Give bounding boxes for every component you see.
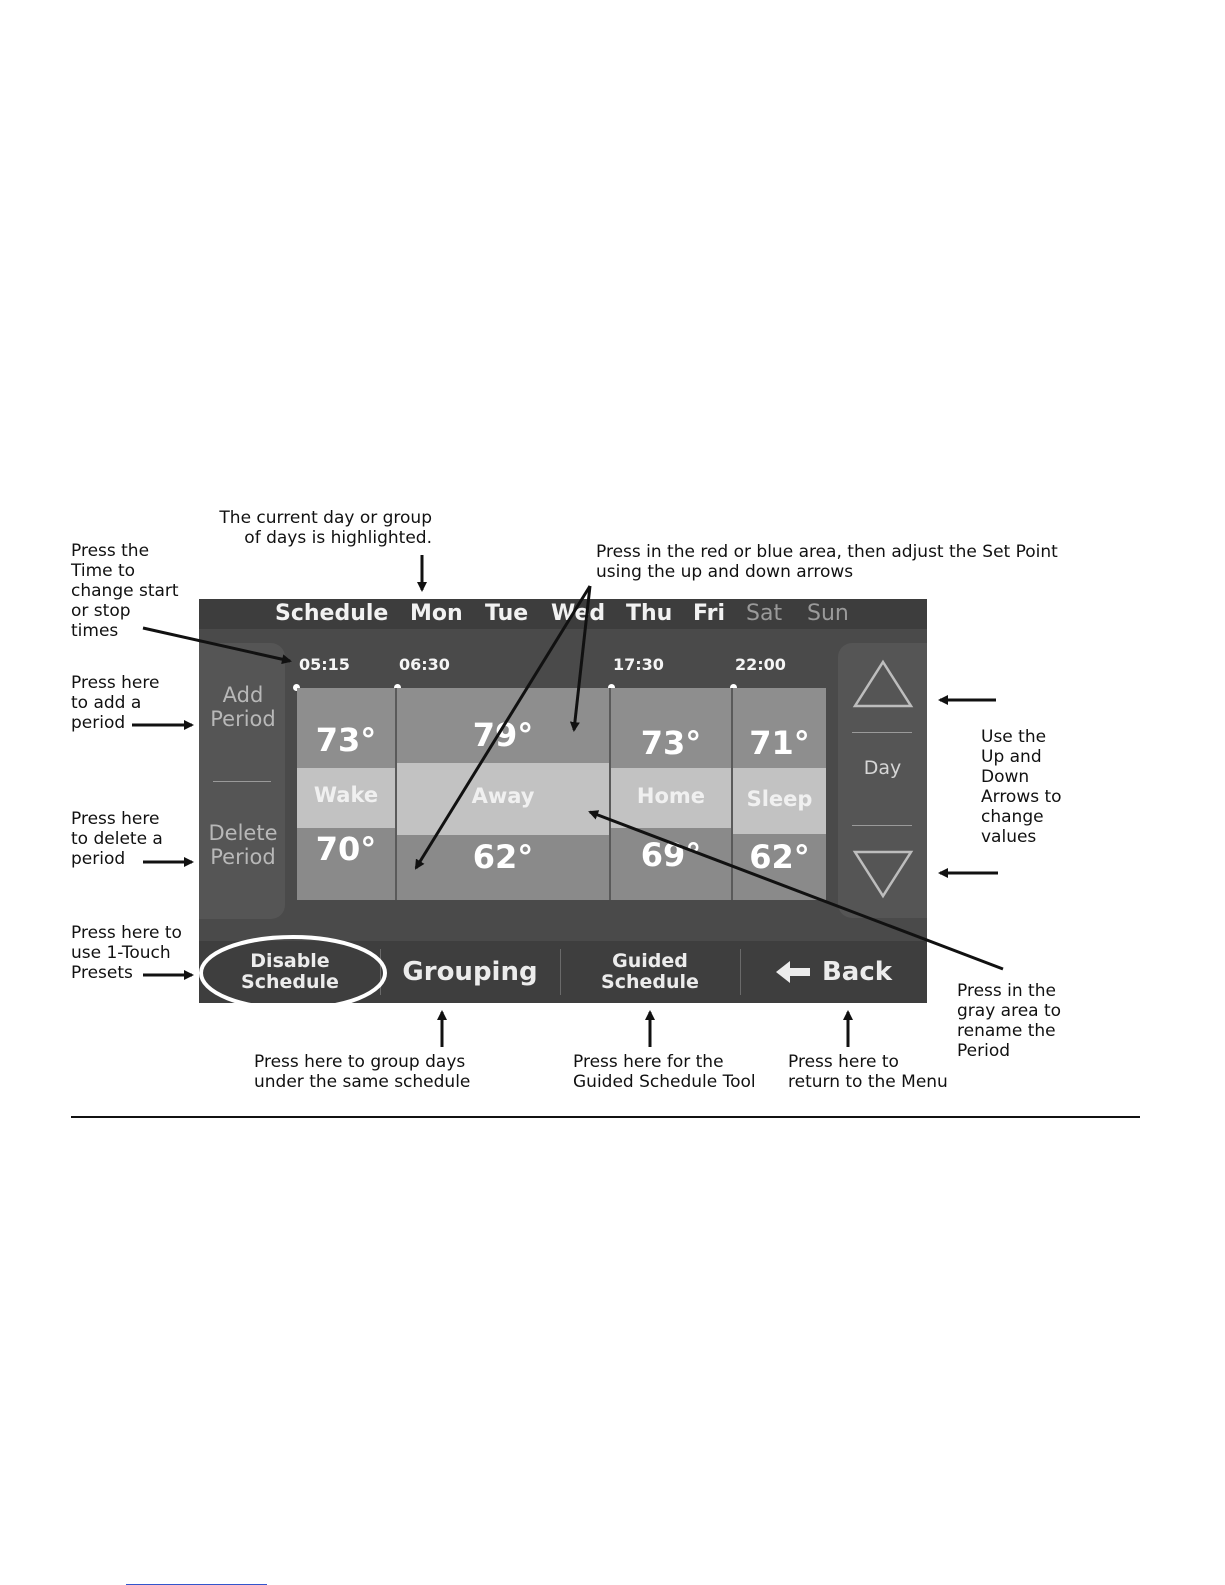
day-sat[interactable]: Sat [746, 601, 783, 626]
period-home[interactable]: 73° Home 69° [611, 688, 731, 900]
time-wake[interactable]: 05:15 [299, 655, 350, 674]
schedule-topbar: Schedule Mon Tue Wed Thu Fri Sat Sun [199, 599, 927, 629]
time-marker [293, 684, 300, 691]
period-name-area[interactable] [733, 768, 826, 834]
period-name-area[interactable] [397, 763, 609, 835]
callout-back: Press here to return to the Menu [788, 1052, 948, 1092]
left-arrow-icon [775, 961, 810, 983]
value-panel: Day [838, 643, 927, 918]
button-separator [560, 949, 561, 995]
guided-schedule-button[interactable]: Guided Schedule [601, 950, 699, 993]
period-sleep[interactable]: 71° Sleep 62° [733, 688, 826, 900]
period-separator [731, 688, 733, 900]
callout-red-blue: Press in the red or blue area, then adju… [596, 542, 1058, 582]
cool-setpoint-area[interactable] [297, 688, 395, 768]
period-name-area[interactable] [611, 768, 731, 828]
time-marker [608, 684, 615, 691]
day-fri[interactable]: Fri [693, 601, 726, 626]
cool-setpoint: 73° [640, 724, 702, 762]
day-sun[interactable]: Sun [807, 601, 849, 626]
down-triangle-icon[interactable] [852, 849, 914, 899]
grouping-button[interactable]: Grouping [402, 957, 538, 987]
back-label: Back [821, 957, 893, 987]
thermostat-screen: Schedule Mon Tue Wed Thu Fri Sat Sun Add… [199, 599, 927, 1003]
period-name: Away [471, 784, 535, 808]
day-tue[interactable]: Tue [485, 601, 529, 626]
callout-gray-area: Press in the gray area to rename the Per… [957, 981, 1062, 1061]
schedule-title: Schedule [275, 601, 389, 626]
time-sleep[interactable]: 22:00 [735, 655, 786, 674]
callout-delete-period: Press here to delete a period [71, 809, 163, 869]
button-separator [380, 949, 381, 995]
callout-grouping: Press here to group days under the same … [254, 1052, 471, 1092]
delete-period-button[interactable]: Delete Period [208, 821, 278, 869]
heat-setpoint-area[interactable] [611, 828, 731, 900]
arrow-red-blue-1 [414, 585, 592, 870]
period-name: Sleep [746, 787, 813, 811]
callout-one-touch: Press here to use 1-Touch Presets [71, 923, 182, 983]
period-name-area[interactable] [297, 768, 395, 828]
cool-setpoint: 73° [315, 721, 377, 759]
callout-current-day: The current day or group of days is high… [219, 508, 432, 548]
heat-setpoint: 70° [315, 830, 377, 868]
day-thu[interactable]: Thu [626, 601, 673, 626]
cool-setpoint: 71° [749, 724, 810, 762]
cool-setpoint-area[interactable] [611, 688, 731, 768]
time-home[interactable]: 17:30 [613, 655, 664, 674]
cool-setpoint-area[interactable] [733, 688, 826, 768]
period-separator [609, 688, 611, 900]
callout-add-period: Press here to add a period [71, 673, 160, 733]
page-divider [71, 1116, 1140, 1118]
arrow-time [142, 626, 292, 665]
up-triangle-icon[interactable] [852, 659, 914, 709]
arrow-gray-area [588, 810, 1004, 971]
heat-setpoint: 62° [472, 838, 534, 876]
heat-setpoint-area[interactable] [397, 835, 609, 900]
panel-divider [852, 732, 912, 733]
period-wake[interactable]: 73° Wake 70° [297, 688, 395, 900]
period-name: Home [636, 784, 706, 808]
panel-divider [213, 781, 271, 782]
heat-setpoint-area[interactable] [297, 828, 395, 900]
period-panel: Add Period Delete Period [199, 643, 285, 919]
arrow-red-blue-2 [569, 585, 592, 732]
time-marker [394, 684, 401, 691]
panel-divider [852, 825, 912, 826]
period-name: Wake [313, 783, 379, 807]
heat-setpoint: 62° [749, 838, 810, 876]
disable-schedule-highlight [199, 935, 387, 1011]
callout-guided: Press here for the Guided Schedule Tool [573, 1052, 756, 1092]
cool-setpoint: 79° [472, 716, 534, 754]
day-mon[interactable]: Mon [410, 601, 463, 626]
callout-time: Press the Time to change start or stop t… [71, 541, 179, 641]
button-separator [740, 949, 741, 995]
day-label: Day [863, 757, 902, 779]
heat-setpoint-area[interactable] [733, 834, 826, 900]
back-button[interactable]: Back [741, 941, 927, 1003]
callout-up-down: Use the Up and Down Arrows to change val… [981, 727, 1062, 847]
time-away[interactable]: 06:30 [399, 655, 450, 674]
disable-schedule-button[interactable]: Disable Schedule [241, 950, 339, 993]
bottom-bar: Disable Schedule Grouping Guided Schedul… [199, 941, 927, 1003]
add-period-button[interactable]: Add Period [210, 683, 276, 731]
time-marker [730, 684, 737, 691]
period-separator [395, 688, 397, 900]
